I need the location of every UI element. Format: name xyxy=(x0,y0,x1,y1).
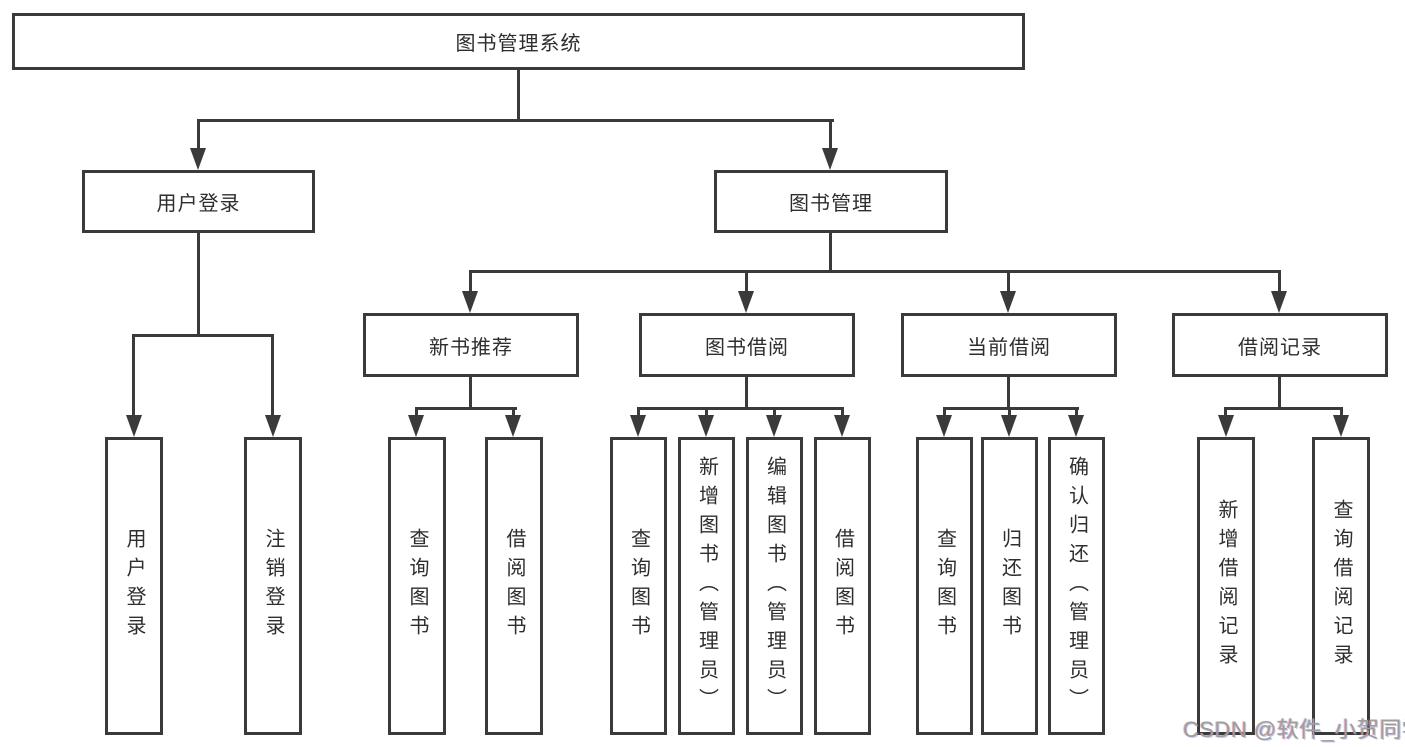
connector-line xyxy=(705,407,708,417)
connector-line xyxy=(1340,407,1343,417)
arrowhead-icon xyxy=(834,415,850,437)
arrowhead-icon xyxy=(126,415,142,437)
connector-line xyxy=(1008,407,1011,417)
connector-line xyxy=(1007,270,1010,293)
leaf-newbooks-borrow: 借阅图书 xyxy=(485,437,543,735)
leaf-user-login-label: 用户登录 xyxy=(123,528,145,644)
leaf-user-login: 用户登录 xyxy=(105,437,163,735)
node-borrow-records-label: 借阅记录 xyxy=(1238,336,1322,359)
leaf-logout: 注销登录 xyxy=(244,437,302,735)
leaf-records-query: 查询借阅记录 xyxy=(1312,437,1370,735)
node-book-borrow: 图书借阅 xyxy=(639,313,855,377)
leaf-newbooks-query: 查询图书 xyxy=(388,437,446,735)
connector-line xyxy=(1007,375,1010,410)
arrowhead-icon xyxy=(408,415,424,437)
connector-line xyxy=(469,270,472,293)
arrowhead-icon xyxy=(1001,415,1017,437)
connector-line xyxy=(637,407,640,417)
connector-line xyxy=(841,407,844,417)
leaf-current-confirm-label: 确认归还（管理员） xyxy=(1065,455,1088,717)
arrowhead-icon xyxy=(1271,291,1287,313)
arrowhead-icon xyxy=(1068,415,1084,437)
arrowhead-icon xyxy=(1218,415,1234,437)
connector-line xyxy=(943,407,946,417)
node-root-label: 图书管理系统 xyxy=(455,33,582,55)
arrowhead-icon xyxy=(1333,415,1349,437)
leaf-current-return-label: 归还图书 xyxy=(998,528,1021,644)
arrowhead-icon xyxy=(738,291,754,313)
arrowhead-icon xyxy=(265,415,281,437)
leaf-current-return: 归还图书 xyxy=(981,437,1038,735)
node-current-borrow: 当前借阅 xyxy=(901,313,1117,377)
connector-line xyxy=(1075,407,1078,417)
leaf-borrow-borrow: 借阅图书 xyxy=(814,437,871,735)
arrowhead-icon xyxy=(936,415,952,437)
leaf-records-add: 新增借阅记录 xyxy=(1197,437,1255,735)
node-new-books: 新书推荐 xyxy=(363,313,579,377)
connector-line xyxy=(745,375,748,410)
node-borrow-records: 借阅记录 xyxy=(1172,313,1388,377)
arrowhead-icon xyxy=(190,148,206,170)
connector-line xyxy=(1278,375,1281,410)
connector-line xyxy=(512,407,515,417)
connector-line xyxy=(829,231,832,272)
connector-line xyxy=(745,270,748,293)
connector-line xyxy=(197,231,200,337)
connector-line xyxy=(1224,407,1227,417)
node-book-mgmt-label: 图书管理 xyxy=(789,193,873,215)
leaf-borrow-edit-label: 编辑图书（管理员） xyxy=(763,455,786,717)
leaf-borrow-query: 查询图书 xyxy=(610,437,667,735)
connector-line xyxy=(271,334,274,417)
node-root: 图书管理系统 xyxy=(12,13,1025,70)
arrowhead-icon xyxy=(698,415,714,437)
leaf-current-query-label: 查询图书 xyxy=(933,528,956,644)
node-user-login: 用户登录 xyxy=(82,170,315,233)
connector-line xyxy=(829,119,832,150)
connector-line xyxy=(415,407,418,417)
leaf-borrow-borrow-label: 借阅图书 xyxy=(831,528,854,644)
node-current-borrow-label: 当前借阅 xyxy=(967,336,1051,359)
leaf-borrow-add: 新增图书（管理员） xyxy=(678,437,735,735)
node-book-borrow-label: 图书借阅 xyxy=(705,336,789,359)
connector-line xyxy=(132,334,135,417)
leaf-borrow-edit: 编辑图书（管理员） xyxy=(746,437,803,735)
arrowhead-icon xyxy=(1000,291,1016,313)
arrowhead-icon xyxy=(630,415,646,437)
connector-line xyxy=(132,334,274,337)
connector-line xyxy=(469,375,472,410)
connector-line xyxy=(773,407,776,417)
leaf-borrow-query-label: 查询图书 xyxy=(627,528,650,644)
arrowhead-icon xyxy=(822,148,838,170)
leaf-current-confirm: 确认归还（管理员） xyxy=(1048,437,1105,735)
node-book-mgmt: 图书管理 xyxy=(714,170,948,233)
node-user-login-label: 用户登录 xyxy=(156,193,241,215)
connector-line xyxy=(1224,407,1343,410)
connector-line xyxy=(1278,270,1281,293)
csdn-watermark: CSDN @软件_小贺同学 xyxy=(1183,717,1405,742)
leaf-logout-label: 注销登录 xyxy=(262,528,284,644)
arrowhead-icon xyxy=(462,291,478,313)
connector-line xyxy=(943,407,1079,410)
connector-line xyxy=(637,407,844,410)
connector-line xyxy=(197,119,834,122)
leaf-current-query: 查询图书 xyxy=(916,437,973,735)
leaf-records-add-label: 新增借阅记录 xyxy=(1215,499,1237,673)
connector-line xyxy=(197,119,200,150)
leaf-newbooks-borrow-label: 借阅图书 xyxy=(503,528,525,644)
leaf-records-query-label: 查询借阅记录 xyxy=(1330,499,1352,673)
node-new-books-label: 新书推荐 xyxy=(429,336,513,359)
leaf-borrow-add-label: 新增图书（管理员） xyxy=(695,455,718,717)
connector-line xyxy=(415,407,517,410)
arrowhead-icon xyxy=(766,415,782,437)
connector-line xyxy=(517,70,520,122)
connector-line xyxy=(469,270,1281,273)
leaf-newbooks-query-label: 查询图书 xyxy=(406,528,428,644)
arrowhead-icon xyxy=(505,415,521,437)
